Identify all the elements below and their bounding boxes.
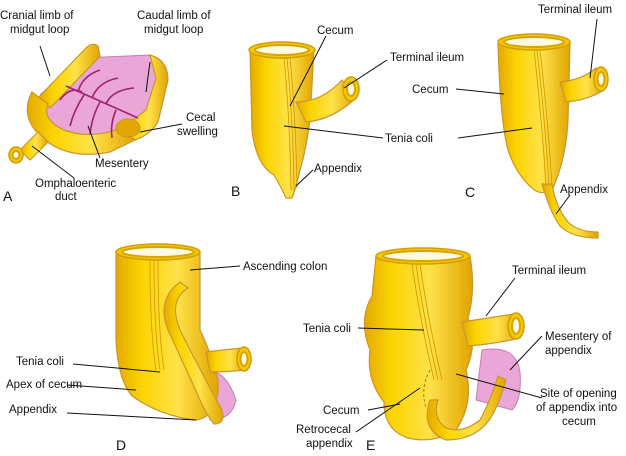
panel-c: Terminal ileum Cecum Appendix C: [412, 4, 612, 239]
terminal-ileum-b-label: Terminal ileum: [390, 52, 464, 64]
mesentery-e-label-2: appendix: [545, 345, 592, 357]
retrocecal-e-label-1: Retrocecal: [296, 424, 351, 436]
ileum-e-lumen: [511, 317, 521, 335]
appendix-c-label: Appendix: [560, 184, 608, 196]
appendix-d-shape: [163, 281, 224, 425]
appendix-e-shape: [426, 375, 507, 441]
cecum-c-label: Cecum: [412, 84, 448, 96]
panel-d-letter: D: [116, 437, 126, 453]
terminal-ileum-c-label: Terminal ileum: [538, 4, 612, 16]
colon-e-shape: [363, 255, 474, 441]
site-opening-e-label-3: cecum: [562, 416, 596, 428]
colon-e-lumen: [382, 250, 464, 262]
mesenteric-vessels: [59, 69, 139, 139]
ascending-colon-d-label: Ascending colon: [243, 261, 327, 273]
omphaloenteric-duct-shape: [19, 131, 49, 161]
cecum-c-lumen: [503, 36, 565, 48]
panel-a: Cranial limb of midgut loop Caudal limb …: [0, 10, 218, 204]
ileum-d-lumen: [239, 351, 249, 367]
loop-bend-shape: [26, 91, 137, 155]
site-opening-e-label-1: Site of opening: [540, 388, 617, 400]
apex-of-cecum-d-label: Apex of cecum: [6, 379, 82, 391]
cranial-limb-shape: [37, 43, 101, 109]
tenia-coli-e-label: Tenia coli: [303, 323, 351, 335]
caudal-limb-label-1: Caudal limb of: [137, 10, 211, 22]
cecum-b-lumen: [254, 44, 310, 56]
appendix-d-label: Appendix: [9, 404, 57, 416]
cranial-limb-label-2: midgut loop: [10, 24, 69, 36]
colon-d-lumen: [121, 246, 195, 258]
cecal-swelling-shape: [115, 118, 141, 138]
panel-c-letter: C: [465, 184, 475, 200]
cecum-c-shape: [497, 41, 571, 194]
omphaloenteric-label-2: duct: [55, 191, 78, 203]
cecum-b-label: Cecum: [317, 25, 353, 37]
duct-lumen: [11, 150, 21, 160]
tenia-c-lines: [533, 49, 553, 187]
retrocecal-appendix-dashed: [423, 369, 431, 409]
cecum-e-label: Cecum: [323, 405, 359, 417]
caudal-limb-label-2: midgut loop: [144, 24, 203, 36]
tenia-d-lines: [149, 259, 165, 371]
appendix-b-label: Appendix: [314, 163, 362, 175]
retrocecal-e-label-2: appendix: [306, 438, 353, 450]
omphaloenteric-label-1: Omphaloenteric: [35, 178, 116, 190]
tenia-coli-b-label: Tenia coli: [385, 133, 433, 145]
tenia-e-lines: [411, 263, 443, 381]
tenia-coli-d-label: Tenia coli: [16, 356, 64, 368]
panel-b: Cecum Terminal ileum Tenia coli Appendix…: [231, 25, 464, 199]
site-opening-e-label-2: of appendix into: [536, 402, 617, 414]
panel-b-letter: B: [231, 183, 240, 199]
panel-d: Ascending colon Tenia coli Apex of cecum…: [6, 243, 327, 453]
ileum-b-lumen: [346, 81, 356, 97]
appendix-c-shape: [541, 183, 599, 239]
cecum-b-shape: [249, 49, 315, 199]
cecal-swelling-label-1: Cecal: [186, 112, 215, 124]
tenia-b-lines: [283, 57, 298, 191]
panel-a-letter: A: [3, 188, 13, 204]
ileum-c-lumen: [596, 71, 606, 87]
mesentery-e-label-1: Mesentery of: [545, 331, 612, 343]
terminal-ileum-e-label: Terminal ileum: [512, 265, 586, 277]
mesentery-label: Mesentery: [95, 158, 149, 170]
panel-e-letter: E: [366, 437, 375, 453]
cranial-limb-label-1: Cranial limb of: [0, 10, 74, 22]
cecal-swelling-label-2: swelling: [177, 126, 218, 138]
panel-e: Terminal ileum Tenia coli Mesentery of a…: [296, 247, 617, 453]
